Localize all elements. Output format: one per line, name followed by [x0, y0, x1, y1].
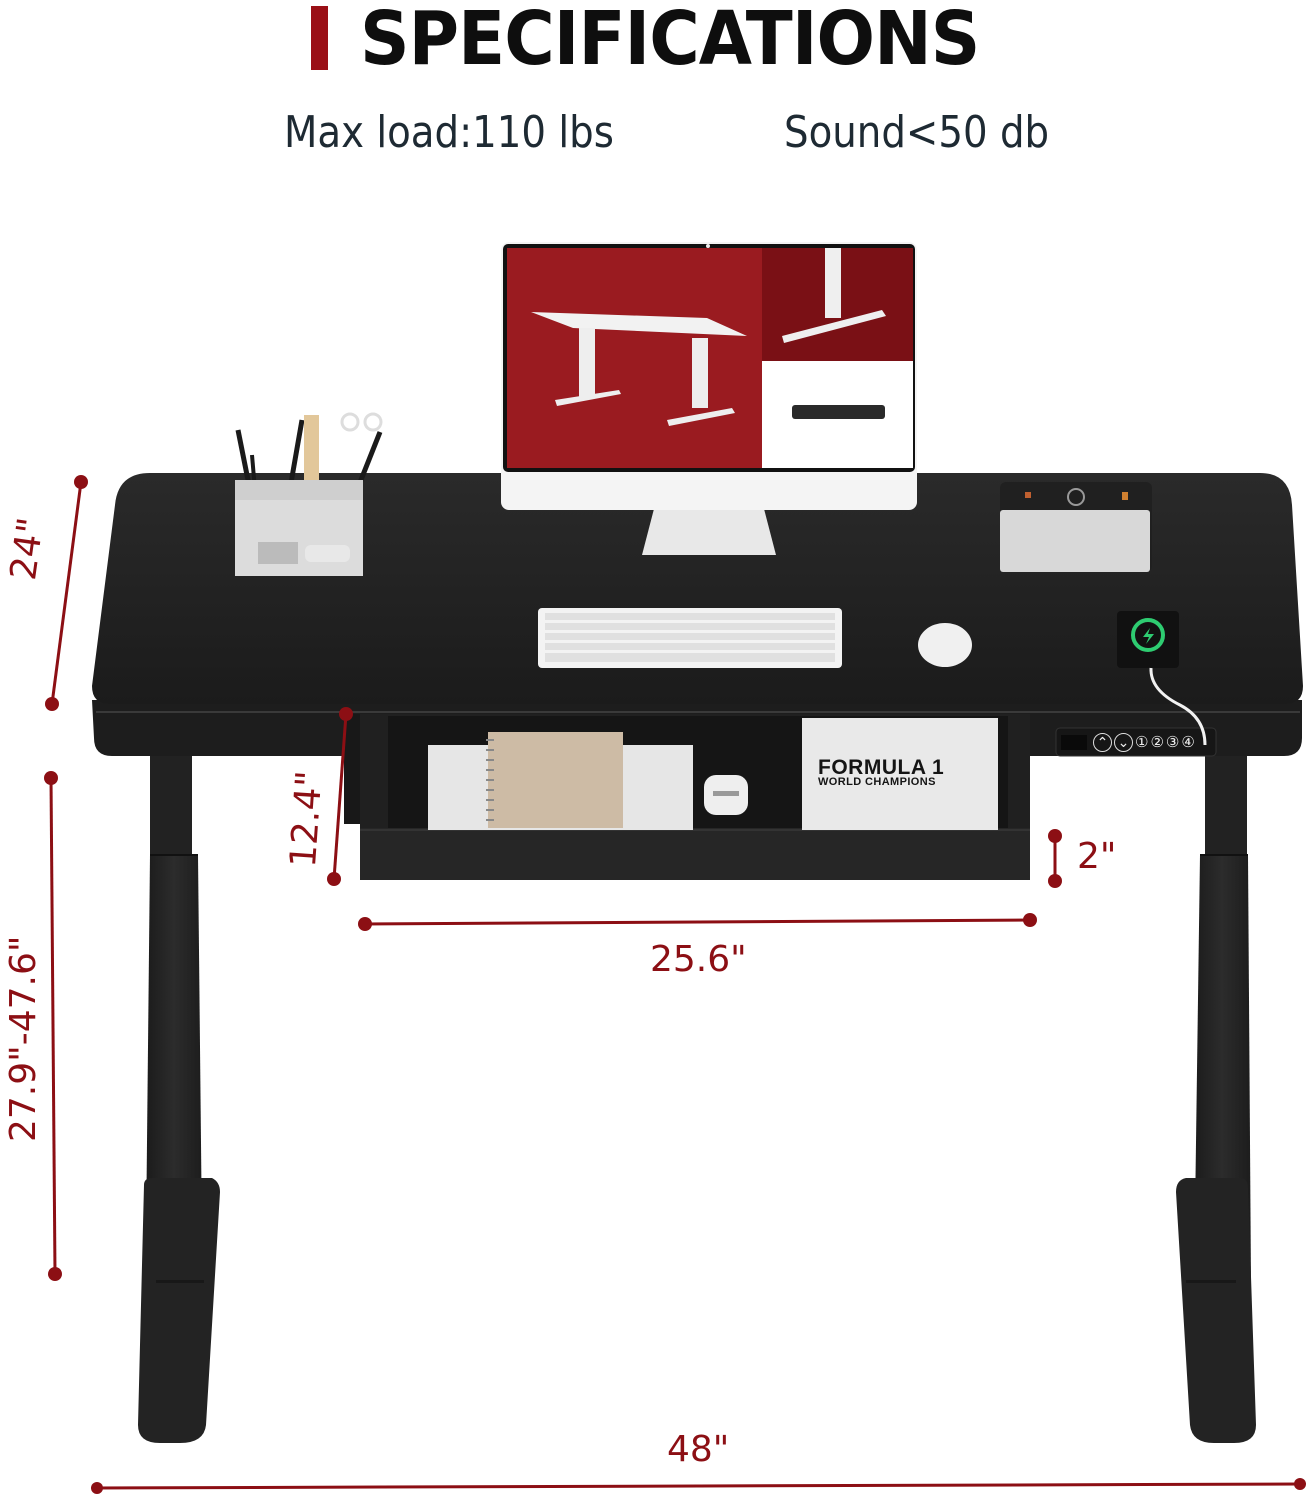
page-title: SPECIFICATIONS [360, 0, 980, 82]
title-accent-bar [311, 6, 328, 70]
screen-panel-detail [762, 361, 913, 468]
mouse [918, 623, 972, 667]
dim-line-drawer-depth [332, 713, 348, 880]
speaker [1000, 482, 1152, 572]
up-button: ⌃ [1093, 733, 1112, 752]
dimension-height-label: 27.9"-47.6" [3, 935, 44, 1142]
spec-sound-level: Sound<50 db [784, 107, 1050, 158]
dimension-depth-label: 24" [3, 515, 53, 583]
screen-control-pill [792, 405, 885, 419]
dimension-drawer-height-label: 2" [1077, 836, 1117, 877]
left-leg [138, 755, 220, 1443]
preset-2-button: ② [1150, 733, 1164, 751]
monitor-screen [507, 248, 913, 468]
preset-4-button: ④ [1181, 733, 1195, 751]
wireless-charger [1117, 611, 1207, 746]
book-title: FORMULA 1 [818, 756, 945, 779]
dimension-drawer-width-label: 25.6" [650, 939, 747, 980]
dimension-drawer-depth-label: 12.4" [283, 769, 331, 869]
dim-line-depth [50, 481, 83, 705]
pen-holder [235, 412, 383, 576]
dim-line-desk-width [96, 1482, 1301, 1490]
dimension-desk-width-label: 48" [667, 1429, 730, 1470]
down-button: ⌄ [1114, 733, 1133, 752]
keyboard [538, 608, 842, 668]
screen-leg-detail [762, 248, 913, 361]
preset-3-button: ③ [1165, 733, 1180, 751]
right-leg [1176, 755, 1256, 1443]
dim-line-drawer-width [364, 918, 1031, 926]
preset-1-button: ① [1135, 733, 1149, 751]
book-subtitle: WORLD CHAMPIONS [818, 776, 936, 788]
spec-max-load: Max load:110 lbs [284, 107, 614, 158]
control-panel-buttons: ⌃ ⌄ ① ② ③ ④ [1093, 733, 1195, 752]
screen-desk-image [531, 312, 747, 426]
drawer [344, 714, 1030, 880]
dim-line-height [49, 777, 57, 1275]
